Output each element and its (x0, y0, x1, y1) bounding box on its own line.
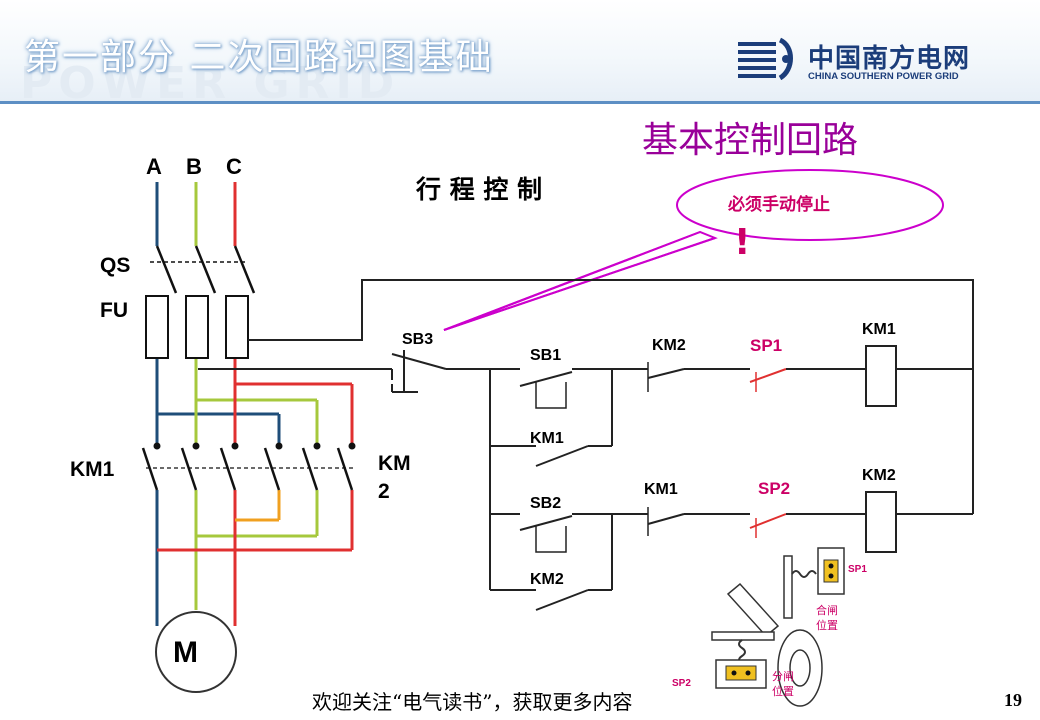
logo-text-en: CHINA SOUTHERN POWER GRID (808, 71, 959, 82)
csg-logo-icon (738, 37, 793, 80)
motor-symbol (155, 611, 237, 693)
km1-interlock-label: KM1 (644, 481, 678, 498)
header-watermark: POWER GRID (20, 58, 401, 109)
motor-label: M (173, 636, 198, 669)
main-power-circuit (141, 182, 356, 693)
phase-label-c: C (226, 154, 242, 179)
page-number: 19 (1004, 690, 1022, 710)
sp2-illustration: SP2 分闸 位置 (672, 582, 823, 707)
km1-seal-label: KM1 (530, 430, 564, 447)
sb1-label: SB1 (530, 347, 561, 364)
sb3-label: SB3 (402, 331, 433, 348)
callout-exclamation: ! (734, 222, 750, 263)
sp1-small-label: SP1 (848, 564, 867, 575)
close-position-label-1: 合闸 (816, 603, 838, 617)
open-position-label-2: 位置 (772, 684, 794, 698)
sp1-label: SP1 (750, 336, 782, 355)
footer-note: 欢迎关注“电气读书”，获取更多内容 (312, 690, 633, 714)
section-title: 第一部分 二次回路识图基础 (24, 37, 494, 78)
diagram-subtitle: 行 程 控 制 (415, 175, 542, 204)
fu-label: FU (100, 299, 128, 322)
km2-interlock-label: KM2 (652, 337, 686, 354)
header-rule (0, 101, 1040, 104)
km1-coil-label: KM1 (862, 321, 896, 338)
fu-fuses (145, 295, 249, 359)
km2-main-label-2: 2 (378, 480, 390, 503)
sp1-illustration: SP1 合闸 位置 (783, 547, 867, 632)
km2-main-label-1: KM (378, 452, 411, 475)
sp2-small-label: SP2 (672, 678, 691, 689)
km2-seal-label: KM2 (530, 571, 564, 588)
control-circuit (198, 279, 974, 611)
open-position-label-1: 分闸 (772, 670, 794, 683)
diagram-title: 基本控制回路 (642, 120, 858, 161)
sp2-label: SP2 (758, 479, 790, 498)
km1-main-label: KM1 (70, 458, 115, 481)
phase-label-a: A (146, 154, 162, 179)
sb2-label: SB2 (530, 495, 561, 512)
callout-text: 必须手动停止 (727, 194, 830, 215)
qs-switch (150, 245, 256, 294)
phase-label-b: B (186, 154, 202, 179)
qs-label: QS (100, 254, 130, 277)
header-band (0, 0, 1040, 104)
logo-text-cn: 中国南方电网 (808, 44, 971, 74)
km2-coil-label: KM2 (862, 467, 896, 484)
close-position-label-2: 位置 (816, 618, 838, 632)
